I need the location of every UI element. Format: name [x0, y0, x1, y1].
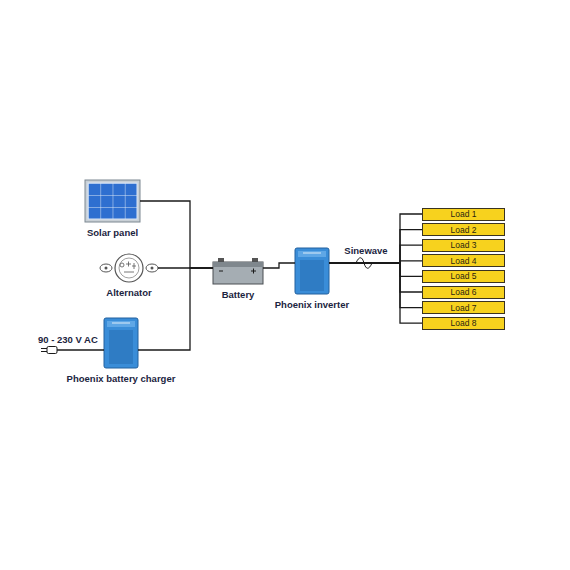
battery-charger-icon-part — [104, 318, 138, 368]
alternator-icon-part — [105, 267, 108, 270]
alternator-icon-part — [100, 264, 112, 272]
battery-charger-icon — [104, 318, 138, 368]
inverter-icon-part — [298, 251, 326, 257]
load-label: Load 4 — [451, 256, 477, 266]
load-label: Load 5 — [451, 271, 477, 281]
battery-icon-part — [218, 258, 224, 262]
alternator-icon-part — [115, 254, 143, 282]
solar-panel: Solar panel — [85, 180, 140, 222]
alternator-icon-part — [119, 258, 139, 278]
alternator-icon-part — [151, 267, 154, 270]
mains-plug-part — [57, 349, 104, 350]
solar-panel-icon-part — [85, 180, 140, 222]
supply-voltage-label: 90 - 230 V AC — [37, 334, 99, 345]
solar-panel-icon — [85, 180, 140, 222]
wire — [329, 230, 422, 263]
device-label: Battery — [222, 289, 255, 300]
load-box: Load 1 — [422, 208, 505, 221]
battery-charger-icon-part — [107, 321, 135, 327]
load-label: Load 6 — [451, 287, 477, 297]
alternator-icon-part — [124, 262, 136, 273]
mains-plug-part — [41, 349, 47, 352]
load-box: Load 6 — [422, 286, 505, 299]
load-box: Load 5 — [422, 270, 505, 283]
wire — [329, 245, 422, 263]
solar-panel-icon-part — [88, 183, 137, 219]
load-box: Load 2 — [422, 223, 505, 236]
mains-plug-part — [47, 347, 57, 354]
load-label: Load 3 — [451, 240, 477, 250]
device-label: Alternator — [106, 287, 151, 298]
inverter-icon — [295, 248, 329, 294]
inverter: Phoenix inverter — [295, 248, 329, 294]
mains-plug — [41, 347, 104, 354]
inverter-icon-part — [300, 260, 324, 291]
load-label: Load 1 — [451, 209, 477, 219]
device-label: Phoenix inverter — [275, 299, 349, 310]
wire — [329, 214, 422, 263]
load-label: Load 8 — [451, 318, 477, 328]
battery-icon-part — [213, 262, 263, 284]
load-box: Load 4 — [422, 254, 505, 267]
load-label: Load 7 — [451, 303, 477, 313]
load-label: Load 2 — [451, 225, 477, 235]
inverter-icon-part — [303, 253, 321, 254]
battery-icon — [213, 258, 263, 284]
alternator-icon-part — [146, 264, 158, 272]
load-box: Load 7 — [422, 301, 505, 314]
battery-icon-part — [252, 258, 258, 262]
alternator-icon-part — [120, 263, 124, 267]
battery: Battery — [213, 258, 263, 284]
wire — [140, 201, 213, 268]
wire — [138, 268, 213, 350]
battery-charger-icon-part — [112, 323, 130, 324]
wire — [329, 263, 422, 276]
wire — [263, 263, 295, 268]
inverter-icon-part — [295, 248, 329, 294]
device-label: Phoenix battery charger — [67, 373, 176, 384]
wire — [329, 263, 422, 292]
load-box: Load 3 — [422, 239, 505, 252]
device-label: Solar panel — [87, 227, 138, 238]
signal-label: Sinewave — [343, 245, 388, 256]
wire — [329, 263, 422, 323]
load-box: Load 8 — [422, 317, 505, 330]
battery-charger-icon-part — [109, 330, 133, 364]
battery-icon-part — [219, 269, 256, 274]
alternator-icon — [100, 254, 158, 282]
alternator: Alternator — [100, 254, 158, 282]
battery-icon-part — [213, 262, 263, 267]
battery-charger: Phoenix battery charger — [104, 318, 138, 368]
